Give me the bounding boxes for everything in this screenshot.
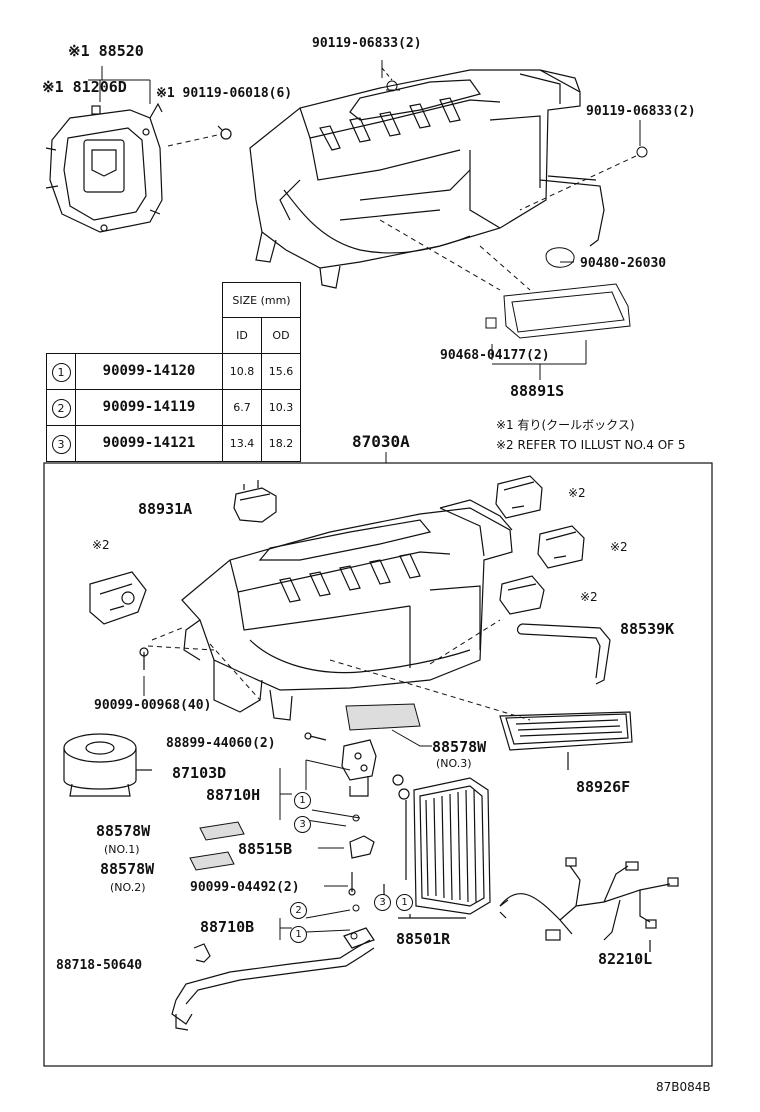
label-no2: (NO.2) <box>110 881 146 894</box>
label-88520: ※1 88520 <box>68 42 144 60</box>
row-id: 13.4 <box>222 424 262 462</box>
assembly-frame <box>43 462 713 1067</box>
row-circle-number: 1 <box>51 362 71 382</box>
size-table: SIZE (mm) ID OD 1 90099-14120 10.8 15.6 … <box>46 282 301 462</box>
servo-right-2-drawing <box>537 525 585 569</box>
top-hvac-unit-drawing <box>249 69 605 289</box>
harness-82210L-drawing <box>499 857 679 952</box>
row-id: 10.8 <box>222 352 262 390</box>
label-88578W-no2: 88578W <box>100 860 155 878</box>
label-90480-26030: 90480-26030 <box>580 256 667 271</box>
main-unit-drawing <box>181 499 513 721</box>
size-row: 1 90099-14120 10.8 15.6 <box>46 352 301 390</box>
label-82210L: 82210L <box>598 950 653 968</box>
label-90468-04177: 90468-04177(2) <box>440 348 550 363</box>
callout-3: 3 <box>374 894 391 911</box>
label-88710B: 88710B <box>200 918 255 936</box>
servo-right-3-drawing <box>499 575 545 615</box>
clip-drawing <box>485 317 497 329</box>
label-87103D: 87103D <box>172 764 227 782</box>
gasket-no3-drawing <box>345 703 421 731</box>
row-od: 10.3 <box>261 388 301 426</box>
ref-mark-2: ※2 <box>568 486 586 500</box>
label-88891S: 88891S <box>510 382 565 400</box>
label-88578W-no1: 88578W <box>96 822 151 840</box>
row-od: 18.2 <box>261 424 301 462</box>
servo-left-drawing <box>89 571 147 625</box>
screw-90099-00968-drawing <box>139 647 149 696</box>
label-87030A: 87030A <box>352 432 410 451</box>
label-90119-06018: ※1 90119-06018(6) <box>156 86 293 101</box>
servo-right-1-drawing <box>495 475 543 519</box>
label-90119-06833-top: 90119-06833(2) <box>312 36 422 51</box>
label-88539K: 88539K <box>620 620 675 638</box>
gasket-no1-drawing <box>199 821 245 841</box>
note-1: ※1 有り(クールボックス) <box>496 418 635 432</box>
label-90119-06833-right: 90119-06833(2) <box>586 104 696 119</box>
callout-1: 1 <box>294 792 311 809</box>
label-88926F: 88926F <box>576 778 631 796</box>
label-90099-04492: 90099-04492(2) <box>190 880 300 895</box>
label-88710H: 88710H <box>206 786 261 804</box>
label-88515B: 88515B <box>238 840 293 858</box>
size-col-id: ID <box>222 317 262 354</box>
blower-87103D-drawing <box>63 733 152 797</box>
callout-2: 2 <box>290 902 307 919</box>
row-part-number: 90099-14119 <box>75 388 223 426</box>
gasket-no2-drawing <box>189 851 235 871</box>
size-row: 3 90099-14121 13.4 18.2 <box>46 424 301 462</box>
label-88931A: 88931A <box>138 500 193 518</box>
size-header: SIZE (mm) <box>222 282 301 318</box>
ref-mark-2: ※2 <box>610 540 628 554</box>
label-no1: (NO.1) <box>104 843 140 856</box>
ref-mark-2: ※2 <box>580 590 598 604</box>
label-90099-00968: 90099-00968(40) <box>94 698 212 713</box>
label-88578W-no3: 88578W <box>432 738 487 756</box>
duct-88539K-drawing <box>516 623 611 685</box>
filter-88926F-drawing <box>499 711 633 770</box>
label-81206D: ※1 81206D <box>42 78 127 96</box>
label-88899-44060: 88899-44060(2) <box>166 736 276 751</box>
valve-88515B-drawing <box>341 739 377 896</box>
label-no3: (NO.3) <box>436 757 472 770</box>
ref-mark-2: ※2 <box>92 538 110 552</box>
grommet-drawing <box>545 247 575 268</box>
callout-1: 1 <box>396 894 413 911</box>
illustration-code: 87B084B <box>656 1080 711 1094</box>
row-circle-number: 2 <box>51 398 71 418</box>
sensor-88931A-drawing <box>233 480 277 523</box>
row-od: 15.6 <box>261 352 301 390</box>
label-88501R: 88501R <box>396 930 451 948</box>
pipe-88710B-drawing <box>171 927 375 1031</box>
note-2: ※2 REFER TO ILLUST NO.4 OF 5 <box>496 438 686 452</box>
filter-88891S-drawing <box>503 283 631 339</box>
callout-1: 1 <box>290 926 307 943</box>
screw-90119-06018-drawing <box>217 125 232 140</box>
row-circle-number: 3 <box>51 434 71 454</box>
row-part-number: 90099-14121 <box>75 424 223 462</box>
label-88718-50640: 88718-50640 <box>56 958 143 973</box>
row-id: 6.7 <box>222 388 262 426</box>
row-part-number: 90099-14120 <box>75 352 223 390</box>
screw-90119-06833-a <box>386 80 398 92</box>
size-row: 2 90099-14119 6.7 10.3 <box>46 388 301 426</box>
size-col-od: OD <box>261 317 301 354</box>
screw-88899-44060-drawing <box>304 732 327 741</box>
control-module-drawing <box>45 102 163 233</box>
callout-3: 3 <box>294 816 311 833</box>
